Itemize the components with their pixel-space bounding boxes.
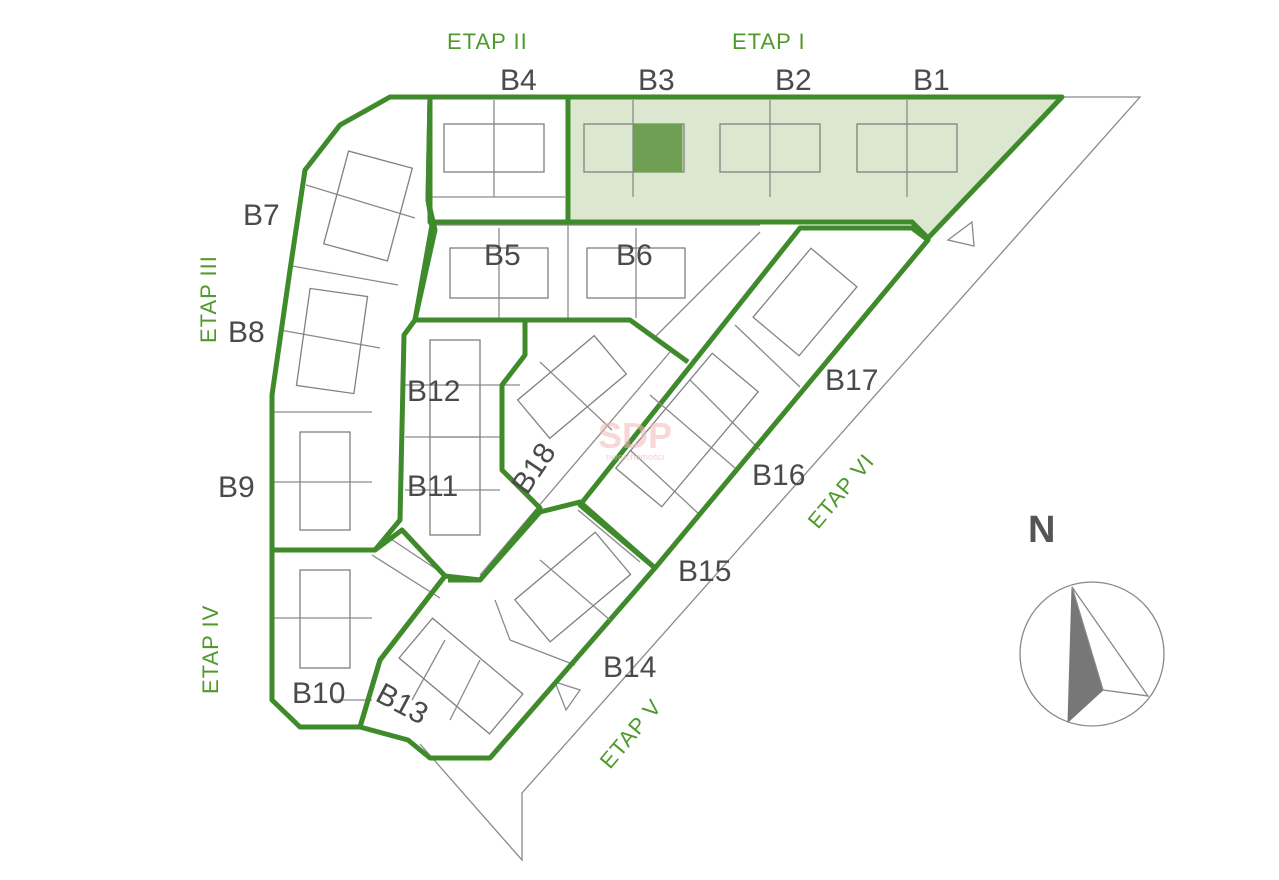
selected-unit-b3[interactable] [633, 123, 683, 173]
label-b15[interactable]: B15 [678, 555, 731, 588]
label-b2[interactable]: B2 [775, 64, 812, 97]
label-b11[interactable]: B11 [407, 470, 458, 503]
label-b3[interactable]: B3 [638, 64, 675, 97]
compass: N [1019, 509, 1165, 727]
label-etap-v[interactable]: ETAP V [595, 694, 667, 773]
stage-vi-area[interactable] [577, 225, 931, 571]
label-b1[interactable]: B1 [913, 64, 950, 97]
building-b7-footprint[interactable] [322, 150, 414, 262]
stage-iii-area[interactable] [269, 94, 438, 553]
label-b4[interactable]: B4 [500, 64, 537, 97]
label-b9[interactable]: B9 [218, 471, 255, 504]
watermark-subtitle: nieruchomości [606, 452, 664, 462]
label-b12[interactable]: B12 [407, 375, 460, 408]
label-b13[interactable]: B13 [371, 677, 434, 731]
lot-lines [272, 97, 986, 701]
building-b13-footprint[interactable] [398, 617, 524, 735]
label-b6[interactable]: B6 [616, 239, 653, 272]
stage-ii-area-b4[interactable] [427, 94, 571, 225]
label-b18[interactable]: B18 [505, 437, 562, 500]
road-marker-triangle [946, 220, 975, 247]
building-b17-footprint[interactable] [752, 247, 858, 357]
building-b8-footprint[interactable] [295, 287, 369, 395]
building-b14-footprint[interactable] [513, 531, 632, 643]
label-etap-iv[interactable]: ETAP IV [198, 605, 223, 694]
watermark: SDP nieruchomości [598, 415, 672, 462]
building-b15-b16-footprint[interactable] [614, 352, 760, 508]
label-b17[interactable]: B17 [825, 364, 878, 397]
label-etap-i[interactable]: ETAP I [732, 29, 806, 54]
compass-ring [1019, 581, 1165, 727]
label-b10[interactable]: B10 [292, 677, 345, 710]
building-b18-footprint[interactable] [516, 334, 628, 440]
building-b10-footprint[interactable] [299, 569, 351, 669]
watermark-brand: SDP [598, 415, 672, 456]
label-b7[interactable]: B7 [243, 199, 280, 232]
buildings [295, 100, 958, 735]
label-b14[interactable]: B14 [603, 651, 656, 684]
label-etap-ii[interactable]: ETAP II [447, 29, 528, 54]
road-marker-triangle [553, 680, 582, 712]
stage-v-area-b18[interactable] [448, 322, 543, 583]
label-b16[interactable]: B16 [752, 459, 805, 492]
label-etap-vi[interactable]: ETAP VI [803, 449, 880, 533]
building-b9-footprint[interactable] [299, 431, 351, 531]
compass-north-label: N [1028, 509, 1055, 551]
stage-boundaries [269, 94, 1065, 761]
road [419, 96, 1142, 862]
label-b8[interactable]: B8 [228, 316, 265, 349]
compass-needle-light-icon [1071, 586, 1150, 697]
label-b5[interactable]: B5 [484, 239, 521, 272]
label-etap-iii[interactable]: ETAP III [196, 255, 221, 343]
